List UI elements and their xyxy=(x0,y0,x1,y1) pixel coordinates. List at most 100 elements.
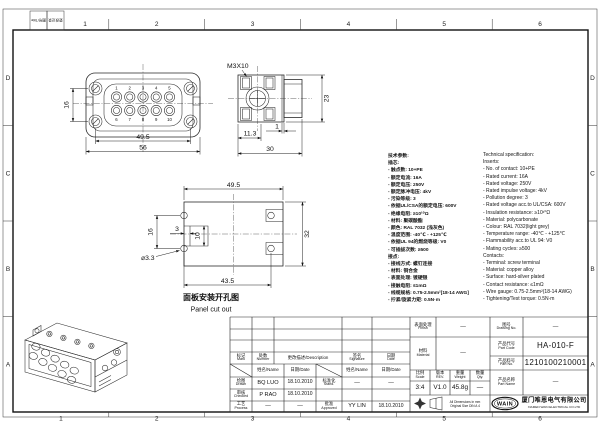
part-name-value: — xyxy=(552,379,559,386)
spec-line: Contacts: xyxy=(483,252,505,259)
svg-text:D: D xyxy=(590,75,595,82)
label-cn: 工艺 xyxy=(236,401,246,407)
dimension-notes: All Dimensions in mm Original Size DIN A… xyxy=(440,395,490,412)
spec-line: - No. of contact: 10+PE xyxy=(483,166,535,173)
label-en: Checked xyxy=(233,394,249,399)
label-en: Qty. xyxy=(476,374,484,379)
drawn-date: 18.10.2010 xyxy=(287,379,313,386)
finish-label: 表面处理 Finish xyxy=(410,317,436,337)
dim-side-height: 23 xyxy=(324,95,331,103)
dim-front-width: 56 xyxy=(139,145,147,152)
spec-line: 技术参数: xyxy=(388,154,409,159)
rev-header-number: 处数 Number xyxy=(252,352,274,364)
label-en: Mark xyxy=(237,357,245,362)
spec-line: Technical specification: xyxy=(483,152,535,158)
spec-line: - 材料: 聚碳酸酯 xyxy=(388,218,423,224)
scale-value: 3:4 xyxy=(415,383,425,391)
svg-text:C: C xyxy=(590,171,595,178)
label-cn: 标准化 xyxy=(322,377,336,383)
label-cn: 重量 xyxy=(455,370,465,376)
svg-text:3: 3 xyxy=(142,86,145,91)
svg-text:9: 9 xyxy=(155,117,158,122)
spec-line: - Rated current: 16A xyxy=(483,173,529,180)
border-column-numbers-top: 1 2 3 4 5 6 xyxy=(83,21,542,28)
wain-logo-text: WAIN xyxy=(497,402,513,408)
part-name-label: 产品名称 Part Name xyxy=(490,370,523,395)
svg-text:2: 2 xyxy=(155,416,159,423)
rev-label: 版本 REV. xyxy=(430,370,450,381)
spec-line: - Surface: hard-silver plated xyxy=(483,274,545,281)
projection-symbols xyxy=(414,396,443,411)
label-cn: 产品料号 xyxy=(497,357,516,363)
spec-line: - Terminal: screw terminal xyxy=(483,260,540,267)
label-cn: 审核 xyxy=(236,389,246,395)
dim-front-height: 16 xyxy=(64,101,71,109)
dim-side-gap: 1 xyxy=(275,124,279,131)
label-cn: 数量 xyxy=(475,370,485,376)
spec-line: - Pollution degree: 3 xyxy=(483,195,528,202)
svg-text:4: 4 xyxy=(347,21,351,28)
dim-cutout-step: 3 xyxy=(175,226,179,233)
cutout-caption-en: Panel cut out xyxy=(191,307,232,314)
svg-text:6: 6 xyxy=(115,117,118,122)
spec-line: - Rated voltage: 250V xyxy=(483,180,532,187)
svg-text:2: 2 xyxy=(155,21,159,28)
role-process: 工艺 Process xyxy=(230,401,252,412)
svg-text:6: 6 xyxy=(538,21,542,28)
svg-text:B: B xyxy=(6,266,10,273)
spec-column-english: Technical specification: Inserts: - No. … xyxy=(483,152,572,303)
spec-column-chinese: 技术参数: 插芯: - 触点数: 10+PE - 额定电流: 16A - 额定电… xyxy=(388,153,469,304)
dim-side-depth: 30 xyxy=(266,146,274,153)
label-en: Stand. xyxy=(323,382,335,387)
process-name: — xyxy=(265,403,271,410)
label-cn: 版本 xyxy=(435,370,445,376)
label-cn: 日期 xyxy=(386,352,396,358)
corner-box-1-label: 图号/Title xyxy=(31,18,46,23)
svg-text:2: 2 xyxy=(129,86,132,91)
spec-line: - 额定脉冲电压: 4kV xyxy=(388,190,432,196)
label-en: Number xyxy=(256,357,270,362)
finish-value: — xyxy=(460,323,466,330)
label-cn: 绘图 xyxy=(236,377,246,383)
svg-text:B: B xyxy=(590,266,594,273)
spec-line: - 污染等级: 3 xyxy=(388,197,416,203)
label-en: Part Code xyxy=(498,345,515,350)
cutout-caption-cn: 面板安装开孔图 xyxy=(183,292,239,302)
label-en: Drawing No. xyxy=(496,326,517,331)
label-en: Weight xyxy=(454,374,466,379)
spec-line: - 接线方式: 螺钉连接 xyxy=(388,262,433,268)
role-approved: 批准 Approved xyxy=(316,401,342,412)
svg-text:6: 6 xyxy=(538,416,542,423)
spec-line: - 表面处理: 镀硬银 xyxy=(388,276,428,282)
svg-text:D: D xyxy=(6,75,11,82)
rev-header-description: 更改描述/Description xyxy=(287,354,329,360)
weight-label: 重量 Weight xyxy=(450,370,470,381)
svg-text:5: 5 xyxy=(442,416,446,423)
spec-line: - Rated impulse voltage: 4kV xyxy=(483,188,547,195)
label-en: Scale xyxy=(415,374,425,379)
rev-header-signature: 签名 Signature xyxy=(342,352,372,364)
sub-date-right: 日期/Date xyxy=(381,367,401,373)
dim-cutout-width: 49.5 xyxy=(227,182,240,189)
title-block-grid xyxy=(229,316,588,412)
part-code-label: 产品代号 Part Code xyxy=(490,337,523,356)
approved-name: YY LIN xyxy=(348,403,366,410)
label-cn: 产品名称 xyxy=(497,377,516,383)
dim-side-offset: 11.3 xyxy=(244,131,257,138)
spec-line: - Material: copper alloy xyxy=(483,267,534,274)
label-cn: 标记 xyxy=(236,352,246,358)
qty-label: 数量 Qty. xyxy=(470,370,490,381)
material-value: — xyxy=(460,350,466,357)
spec-line: - 触点数: 10+PE xyxy=(388,168,423,174)
svg-text:1: 1 xyxy=(83,21,87,28)
svg-text:10: 10 xyxy=(167,117,172,122)
qty-value: — xyxy=(476,383,484,391)
dim-cutout-notch: 10 xyxy=(195,232,202,240)
svg-text:4: 4 xyxy=(155,86,158,91)
side-view: M3X10 23 1 11.3 30 xyxy=(227,63,331,157)
front-view: 1 2 3 4 5 6 7 8 9 10 16 49.5 56 xyxy=(64,64,213,155)
spec-line: - 绝缘电阻: ≥10¹⁰Ω xyxy=(388,211,429,217)
spec-line: - Mating cycles: ≥500 xyxy=(483,245,531,252)
